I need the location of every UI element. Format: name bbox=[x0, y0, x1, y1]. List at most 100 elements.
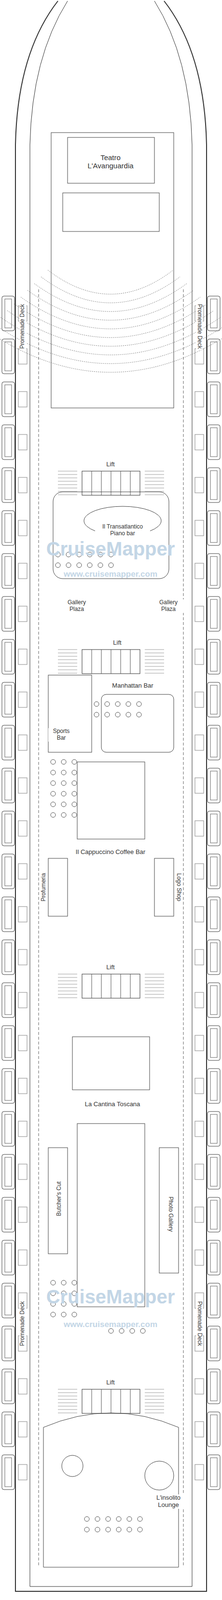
stair bbox=[57, 488, 78, 489]
stair bbox=[57, 660, 78, 661]
deck-fixture bbox=[18, 1165, 28, 1181]
room-label: Butcher's Cut bbox=[55, 1181, 63, 1219]
deck-fixture bbox=[18, 993, 28, 1009]
table bbox=[50, 781, 56, 787]
balcony bbox=[4, 1115, 12, 1145]
seat-row bbox=[20, 297, 201, 330]
cabin bbox=[207, 1370, 221, 1405]
deck-fixture bbox=[18, 950, 28, 966]
cabin bbox=[207, 854, 221, 890]
stair bbox=[57, 995, 78, 996]
deck-fixture bbox=[194, 692, 204, 708]
deck-fixture bbox=[18, 735, 28, 751]
stair bbox=[144, 485, 165, 486]
room-label: Sports Bar bbox=[48, 728, 75, 743]
balcony bbox=[4, 771, 12, 801]
deck-fixture bbox=[18, 1379, 28, 1396]
deck-fixture bbox=[194, 1422, 204, 1439]
balcony bbox=[4, 1029, 12, 1059]
cabin bbox=[1, 1112, 15, 1148]
stair bbox=[144, 1393, 165, 1395]
table bbox=[61, 802, 67, 808]
stair bbox=[144, 660, 165, 661]
room-label: Manhattan Bar bbox=[111, 682, 154, 691]
deck-fixture bbox=[194, 1079, 204, 1095]
deck-fixture bbox=[18, 606, 28, 623]
table bbox=[119, 1329, 125, 1335]
cabin bbox=[207, 596, 221, 632]
stair bbox=[57, 991, 78, 993]
stair bbox=[57, 1403, 78, 1405]
balcony bbox=[210, 685, 218, 715]
stair bbox=[57, 988, 78, 989]
cabin bbox=[207, 1069, 221, 1105]
balcony bbox=[210, 1158, 218, 1188]
table bbox=[87, 563, 93, 569]
stair bbox=[57, 1397, 78, 1398]
deck-fixture bbox=[194, 1122, 204, 1138]
cabin bbox=[207, 382, 221, 417]
cabin bbox=[207, 1413, 221, 1448]
cabin bbox=[1, 1456, 15, 1491]
balcony bbox=[4, 986, 12, 1016]
balcony bbox=[210, 1373, 218, 1402]
table bbox=[61, 1313, 67, 1319]
lift-car bbox=[91, 471, 93, 496]
stair bbox=[144, 974, 165, 976]
stair bbox=[57, 985, 78, 986]
table bbox=[66, 563, 71, 569]
balcony bbox=[210, 1201, 218, 1231]
balcony bbox=[4, 299, 12, 329]
cabin bbox=[1, 897, 15, 933]
balcony bbox=[210, 857, 218, 887]
stair bbox=[57, 1410, 78, 1412]
stair bbox=[144, 988, 165, 989]
table bbox=[61, 813, 67, 819]
stair bbox=[144, 474, 165, 476]
cabin bbox=[1, 1413, 15, 1448]
cabin bbox=[1, 983, 15, 1019]
balcony bbox=[4, 1373, 12, 1402]
deck-fixture bbox=[194, 1250, 204, 1267]
lift-shaft bbox=[82, 974, 140, 999]
table bbox=[108, 1329, 114, 1335]
deck-fixture bbox=[18, 563, 28, 580]
table bbox=[71, 791, 77, 797]
stair bbox=[144, 981, 165, 983]
cabin bbox=[207, 1284, 221, 1319]
stair bbox=[144, 978, 165, 979]
cabin bbox=[207, 1327, 221, 1362]
seat-row bbox=[34, 283, 187, 312]
deck-fixture bbox=[18, 1036, 28, 1052]
room-label: L'insolito Lounge bbox=[148, 1495, 189, 1511]
deck-fixture bbox=[194, 563, 204, 580]
cabin bbox=[207, 983, 221, 1019]
cabin bbox=[207, 425, 221, 460]
stair bbox=[144, 673, 165, 675]
table bbox=[105, 1517, 111, 1523]
stair bbox=[57, 474, 78, 476]
stair bbox=[57, 653, 78, 654]
cabin bbox=[207, 1026, 221, 1062]
cabin bbox=[207, 897, 221, 933]
balcony bbox=[4, 342, 12, 372]
table bbox=[97, 563, 103, 569]
cabin bbox=[1, 682, 15, 718]
deck-fixture bbox=[194, 1165, 204, 1181]
balcony bbox=[4, 857, 12, 887]
table bbox=[71, 760, 77, 765]
deck-fixture bbox=[18, 477, 28, 494]
room-label: Il Cappuccino Coffee Bar bbox=[74, 849, 147, 857]
stair bbox=[144, 1407, 165, 1408]
cabin bbox=[207, 940, 221, 976]
stair bbox=[57, 656, 78, 658]
balcony bbox=[4, 1072, 12, 1102]
cabin bbox=[207, 1456, 221, 1491]
watermark: www.cruisemapper.com bbox=[62, 1320, 159, 1331]
cabin bbox=[1, 768, 15, 804]
table bbox=[71, 802, 77, 808]
table bbox=[105, 1528, 111, 1534]
deck-fixture bbox=[194, 735, 204, 751]
